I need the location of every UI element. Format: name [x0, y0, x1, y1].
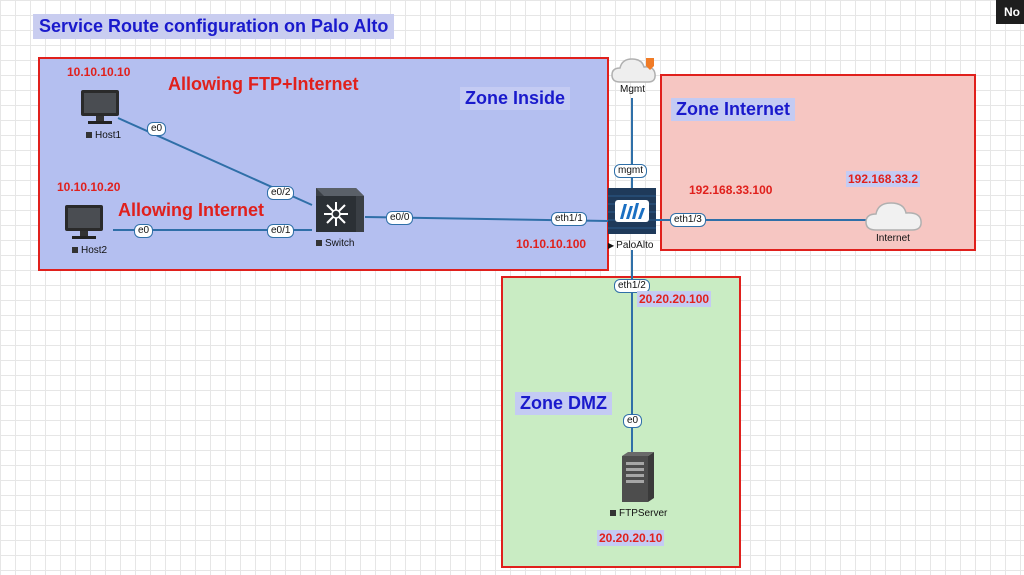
- switch-label: Switch: [316, 238, 354, 249]
- host2-status-icon: [72, 247, 78, 254]
- fw-port-eth1-1: eth1/1: [551, 212, 587, 226]
- switch-icon[interactable]: [308, 186, 366, 236]
- ftpserver-label: FTPServer: [610, 508, 667, 519]
- host2-port-e0: e0: [134, 224, 154, 238]
- switch-port-e0-1: e0/1: [267, 224, 295, 238]
- fw-dmz-ip: 20.20.20.100: [637, 291, 712, 307]
- host1-label: Host1: [86, 130, 121, 141]
- ftpserver-label-text: FTPServer: [619, 508, 668, 519]
- switch-port-e0-2: e0/2: [267, 186, 295, 200]
- switch-status-icon: [316, 240, 322, 247]
- fw-port-eth1-3: eth1/3: [670, 213, 706, 227]
- switch-port-e0-0: e0/0: [386, 211, 414, 225]
- internet-cloud-icon[interactable]: [864, 198, 924, 234]
- play-icon: ▶: [608, 241, 615, 250]
- paloalto-label-text: PaloAlto: [616, 240, 654, 251]
- corner-badge: No: [996, 0, 1024, 24]
- host1-status-icon: [86, 132, 92, 139]
- host1-computer-icon[interactable]: [78, 88, 122, 128]
- firewall-icon[interactable]: [606, 186, 658, 236]
- zone-internet-label: Zone Internet: [671, 98, 796, 121]
- internet-cloud-label: Internet: [876, 233, 910, 244]
- ftpserver-server-icon[interactable]: [618, 450, 658, 504]
- annotation-internet-only: Allowing Internet: [118, 200, 264, 220]
- ftpserver-port-e0: e0: [623, 414, 643, 428]
- host1-ip: 10.10.10.10: [67, 65, 131, 79]
- zone-dmz-label: Zone DMZ: [515, 392, 612, 415]
- switch-label-text: Switch: [325, 238, 355, 249]
- diagram-title: Service Route configuration on Palo Alto: [33, 14, 395, 39]
- zone-inside-label: Zone Inside: [460, 87, 571, 110]
- fw-port-mgmt: mgmt: [614, 164, 647, 178]
- fw-inside-ip: 10.10.10.100: [516, 237, 587, 251]
- zone-dmz-box: [501, 276, 741, 568]
- ftpserver-status-icon: [610, 510, 616, 517]
- fw-port-eth1-2: eth1/2: [614, 279, 650, 293]
- ftpserver-ip: 20.20.20.10: [597, 530, 665, 546]
- annotation-ftp-internet: Allowing FTP+Internet: [168, 74, 359, 94]
- host2-label-text: Host2: [81, 245, 108, 256]
- fw-internet-ip: 192.168.33.100: [689, 183, 773, 197]
- host1-port-e0: e0: [147, 122, 167, 136]
- host1-label-text: Host1: [95, 130, 122, 141]
- paloalto-label: ▶PaloAlto: [608, 240, 653, 251]
- host2-ip: 10.10.10.20: [57, 180, 121, 194]
- mgmt-cloud-icon[interactable]: [610, 54, 658, 86]
- internet-cloud-ip: 192.168.33.2: [846, 171, 921, 187]
- mgmt-cloud-label: Mgmt: [620, 84, 645, 95]
- host2-label: Host2: [72, 245, 107, 256]
- host2-computer-icon[interactable]: [62, 203, 106, 243]
